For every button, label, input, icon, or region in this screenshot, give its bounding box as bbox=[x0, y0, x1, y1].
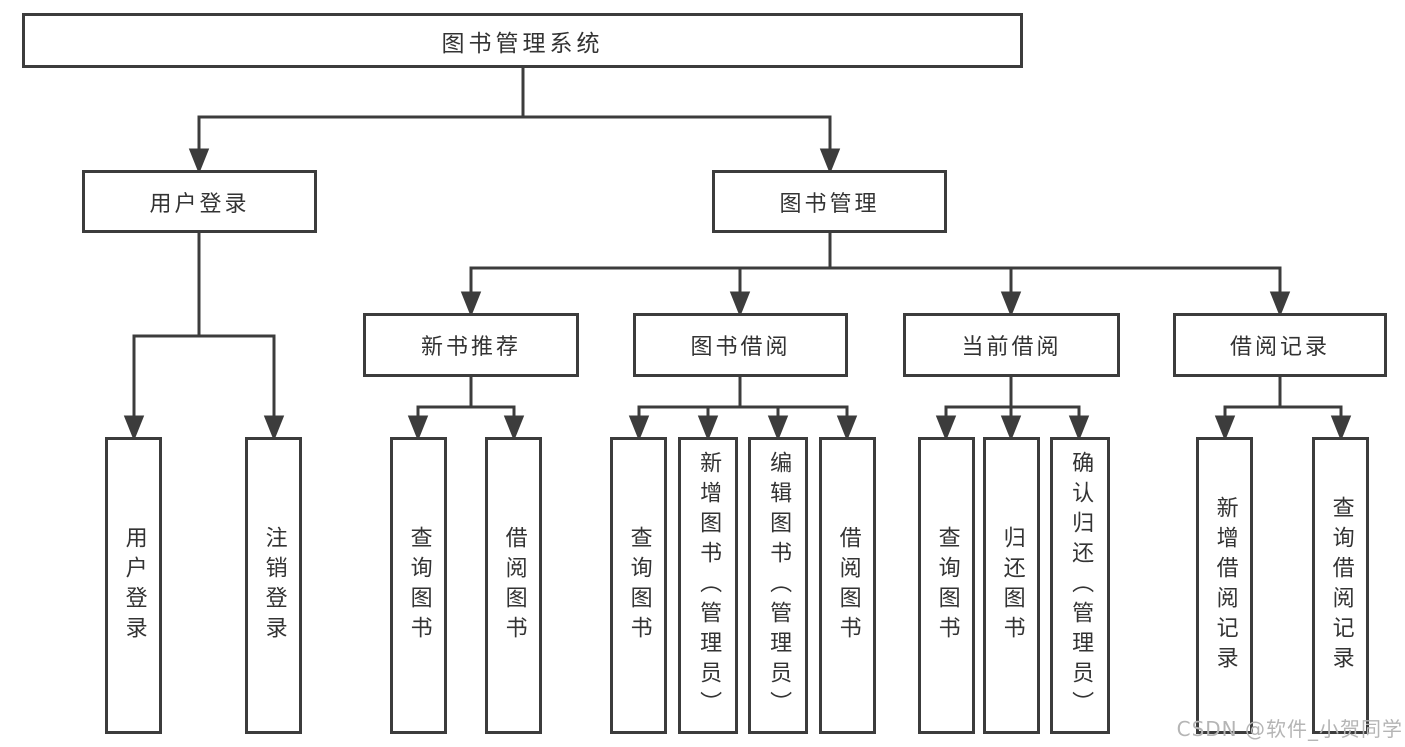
leaf-add-borrow-record: 新增借阅记录 bbox=[1196, 437, 1253, 734]
node-label: 查询图书 bbox=[626, 525, 652, 646]
node-label: 图书管理系统 bbox=[441, 30, 604, 57]
node-new-book-recommend: 新书推荐 bbox=[363, 313, 579, 377]
node-label: 编辑图书（管理员） bbox=[766, 450, 792, 721]
node-label: 图书借阅 bbox=[690, 335, 791, 360]
csdn-watermark: CSDN @软件_小贺同学 bbox=[1176, 717, 1403, 741]
leaf-add-book-admin: 新增图书（管理员） bbox=[678, 437, 738, 734]
node-current-borrow: 当前借阅 bbox=[903, 313, 1120, 377]
node-label: 新增图书（管理员） bbox=[696, 450, 722, 721]
leaf-borrow-books: 借阅图书 bbox=[819, 437, 876, 734]
node-label: 借阅图书 bbox=[501, 525, 527, 646]
node-label: 新书推荐 bbox=[420, 335, 521, 360]
node-label: 当前借阅 bbox=[961, 335, 1062, 360]
node-label: 用户登录 bbox=[149, 191, 250, 217]
node-label: 借阅图书 bbox=[835, 525, 861, 646]
leaf-query-books-current: 查询图书 bbox=[918, 437, 975, 734]
node-book-management: 图书管理 bbox=[712, 170, 947, 233]
node-label: 查询借阅记录 bbox=[1328, 495, 1354, 676]
node-label: 新增借阅记录 bbox=[1212, 495, 1238, 676]
leaf-query-books-recommend: 查询图书 bbox=[390, 437, 447, 734]
node-label: 图书管理 bbox=[779, 191, 880, 217]
node-borrow-records: 借阅记录 bbox=[1173, 313, 1387, 377]
leaf-return-book: 归还图书 bbox=[983, 437, 1040, 734]
leaf-confirm-return-admin: 确认归还（管理员） bbox=[1050, 437, 1110, 734]
node-label: 查询图书 bbox=[406, 525, 432, 646]
leaf-user-login: 用户登录 bbox=[105, 437, 162, 734]
leaf-edit-book-admin: 编辑图书（管理员） bbox=[748, 437, 808, 734]
leaf-query-books-borrow: 查询图书 bbox=[610, 437, 667, 734]
node-root-system: 图书管理系统 bbox=[22, 13, 1023, 68]
node-label: 用户登录 bbox=[121, 525, 147, 646]
node-label: 归还图书 bbox=[999, 525, 1025, 646]
node-book-borrow: 图书借阅 bbox=[633, 313, 848, 377]
leaf-query-borrow-record: 查询借阅记录 bbox=[1312, 437, 1369, 734]
node-label: 确认归还（管理员） bbox=[1068, 450, 1094, 721]
node-label: 注销登录 bbox=[261, 525, 287, 646]
leaf-logout: 注销登录 bbox=[245, 437, 302, 734]
leaf-borrow-books-recommend: 借阅图书 bbox=[485, 437, 542, 734]
node-user-login: 用户登录 bbox=[82, 170, 317, 233]
node-label: 借阅记录 bbox=[1229, 335, 1330, 360]
node-label: 查询图书 bbox=[934, 525, 960, 646]
